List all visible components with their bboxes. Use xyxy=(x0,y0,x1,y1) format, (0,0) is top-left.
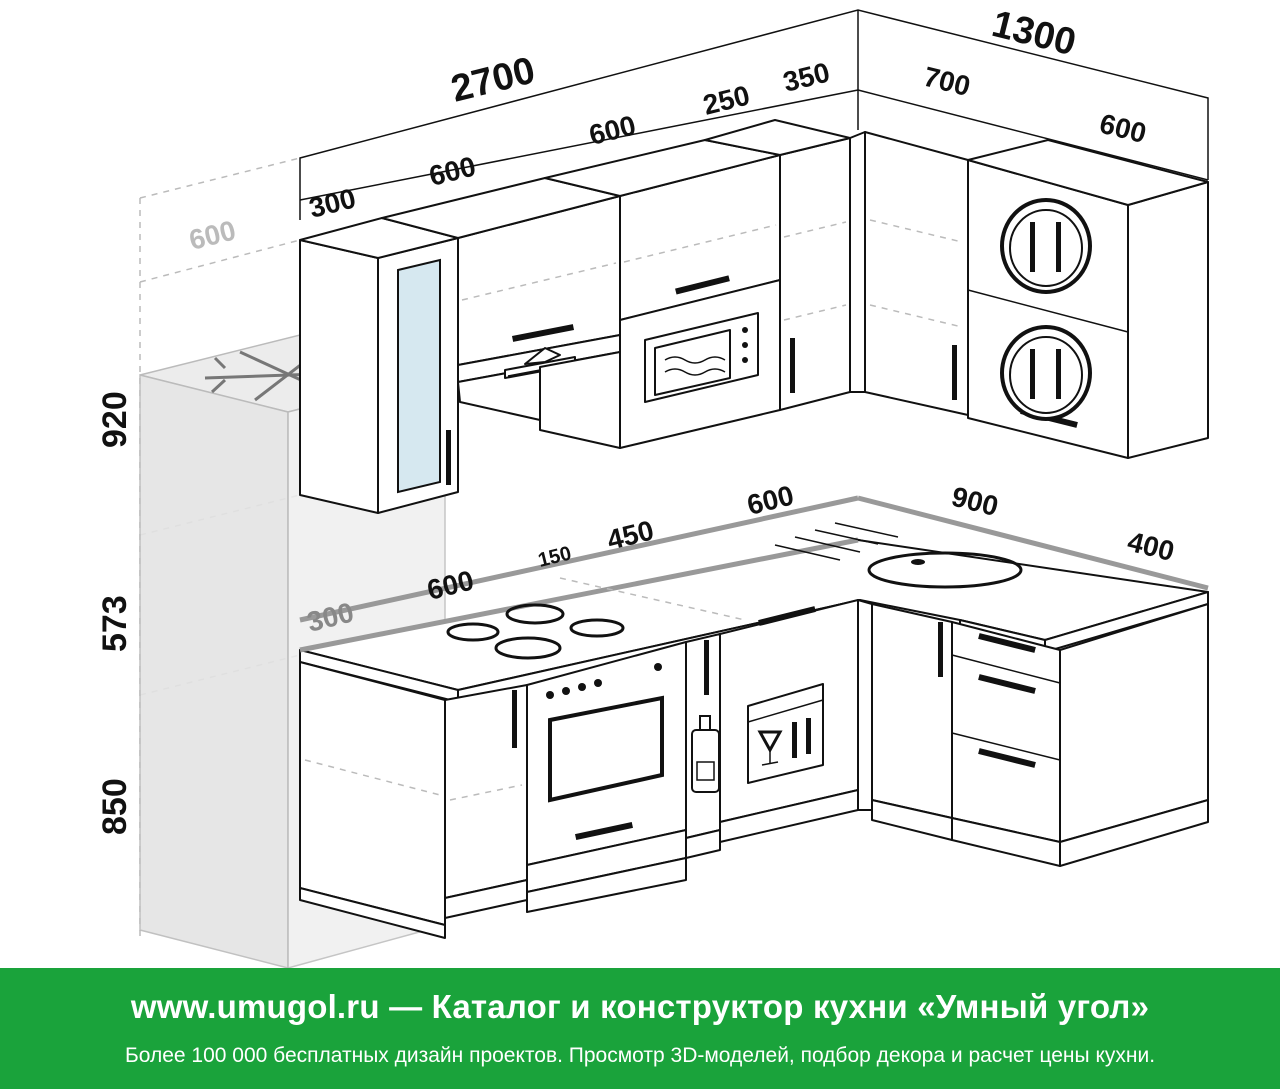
dishes-icon xyxy=(1000,198,1092,421)
dim-lower-900: 900 xyxy=(949,481,1002,522)
dim-upper-600-b: 600 xyxy=(586,109,639,150)
dim-upper-600-c: 600 xyxy=(1097,108,1150,149)
banner-subtitle: Более 100 000 бесплатных дизайн проектов… xyxy=(124,1044,1156,1067)
dim-upper-250: 250 xyxy=(700,79,753,120)
sink-icon xyxy=(774,522,1023,589)
dim-fridge-depth: 600 xyxy=(186,214,239,255)
bottle-icon xyxy=(691,715,720,793)
dim-height-850: 850 xyxy=(96,778,134,835)
microwave-icon xyxy=(644,312,759,403)
dim-upper-350: 350 xyxy=(780,56,833,97)
dim-lower-150: 150 xyxy=(536,542,574,571)
banner-title[interactable]: www.umugol.ru — Каталог и конструктор ку… xyxy=(130,988,1150,1025)
dishwasher-icon xyxy=(747,683,824,784)
dimension-lines xyxy=(139,9,1209,940)
dim-height-920: 920 xyxy=(96,391,134,448)
dim-height-573: 573 xyxy=(96,595,134,652)
upper-cabinets-wall-a xyxy=(299,119,851,514)
dim-lower-400: 400 xyxy=(1125,526,1178,567)
oven-icon xyxy=(546,663,664,803)
dim-upper-700: 700 xyxy=(921,61,974,102)
lower-cabinets-wall-b xyxy=(857,599,1209,867)
dim-wall-b-total: 1300 xyxy=(988,3,1080,64)
dim-lower-450: 450 xyxy=(604,514,657,555)
dim-upper-300: 300 xyxy=(306,182,359,223)
dim-wall-a-total: 2700 xyxy=(447,50,539,111)
dim-upper-600-a: 600 xyxy=(426,150,479,191)
promo-banner: www.umugol.ru — Каталог и конструктор ку… xyxy=(0,968,1280,1089)
cooktop-icon xyxy=(446,603,625,660)
upper-cabinets-wall-b xyxy=(849,131,1209,459)
lower-cabinets-wall-a xyxy=(299,599,859,939)
glass-door xyxy=(397,258,441,494)
kitchen-diagram: 2700 1300 300 600 600 250 350 700 600 60… xyxy=(96,3,1209,968)
